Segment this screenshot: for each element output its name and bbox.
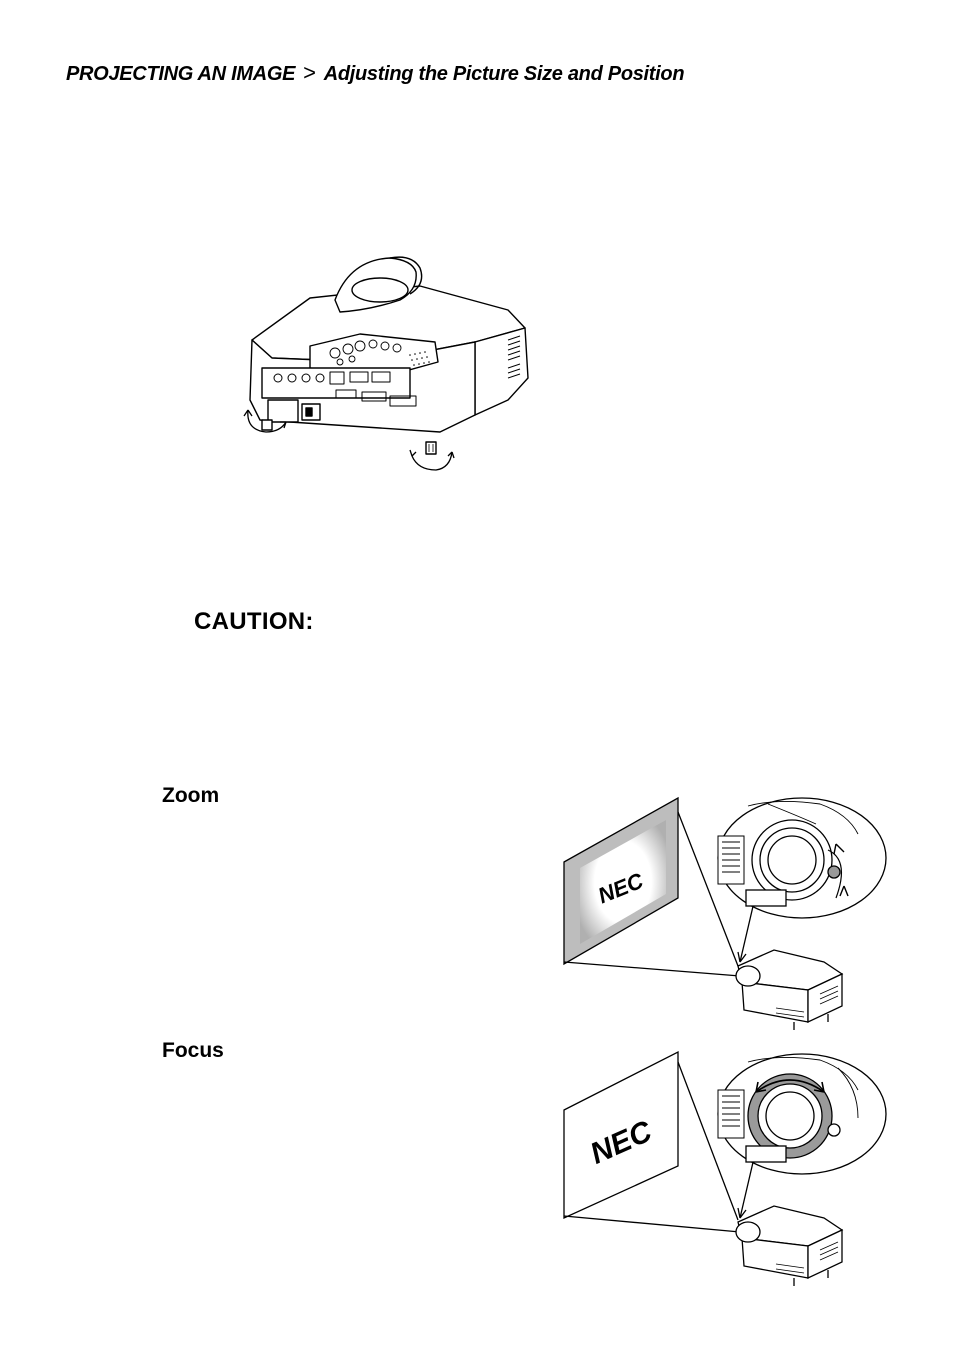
focus-illustration: NEC bbox=[563, 1050, 887, 1286]
page-header: PROJECTING AN IMAGE > Adjusting the Pict… bbox=[66, 60, 685, 90]
projector-tilt-feet-illustration bbox=[243, 256, 529, 471]
zoom-heading: Zoom bbox=[162, 784, 220, 807]
header-separator: > bbox=[303, 60, 316, 85]
zoom-illustration: NEC bbox=[563, 796, 887, 1030]
header-section: PROJECTING AN IMAGE bbox=[66, 63, 296, 85]
caution-label: CAUTION: bbox=[194, 608, 314, 635]
focus-heading: Focus bbox=[162, 1039, 224, 1062]
header-topic: Adjusting the Picture Size and Position bbox=[323, 63, 685, 85]
